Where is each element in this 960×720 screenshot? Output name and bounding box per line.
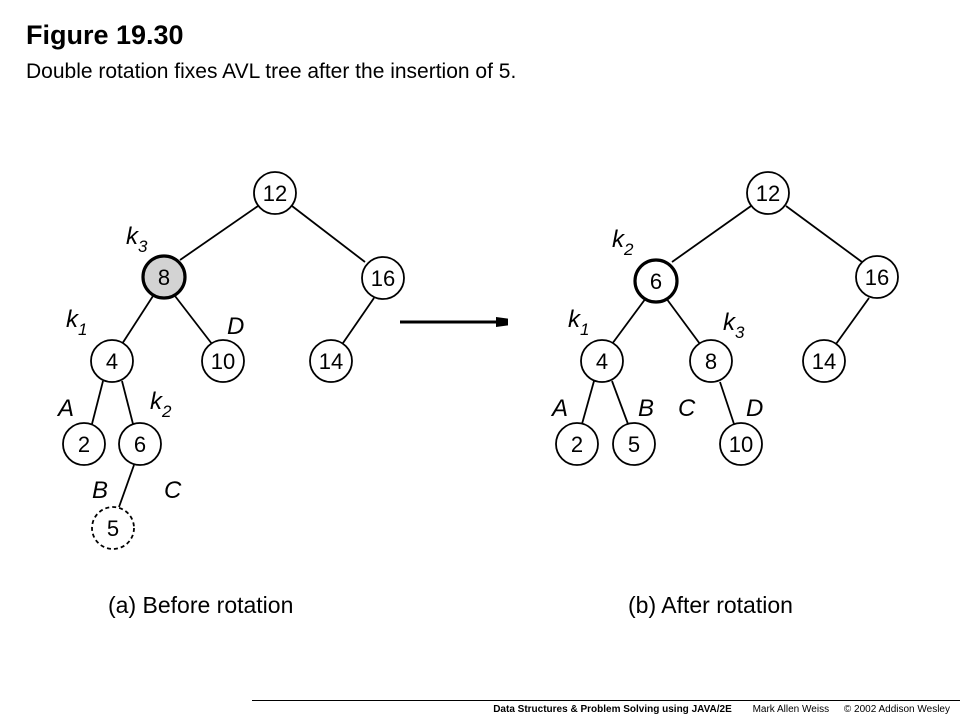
edge bbox=[291, 205, 366, 263]
node-value: 14 bbox=[319, 349, 343, 374]
footer-copyright: © 2002 Addison Wesley bbox=[843, 704, 950, 715]
tree-before bbox=[91, 205, 375, 508]
footer-author: Mark Allen Weiss bbox=[752, 704, 830, 715]
label-c: C bbox=[678, 395, 696, 422]
edge bbox=[835, 297, 870, 345]
node-value: 10 bbox=[211, 349, 235, 374]
node-value: 8 bbox=[158, 265, 170, 290]
label-b: B bbox=[92, 477, 108, 504]
edge bbox=[611, 380, 629, 425]
tree-after bbox=[581, 205, 870, 425]
tree-node-inserted: 5 bbox=[91, 506, 135, 550]
node-value: 16 bbox=[371, 266, 395, 291]
tree-node: 16 bbox=[361, 256, 405, 300]
tree-node: 12 bbox=[746, 171, 790, 215]
label-b: B bbox=[638, 395, 654, 422]
node-value: 14 bbox=[812, 349, 836, 374]
tree-after-labels: k2 k1 k3 A B C D bbox=[550, 226, 763, 422]
label-k2: k2 bbox=[612, 226, 634, 259]
footer-book-title: Data Structures & Problem Solving using … bbox=[493, 704, 732, 715]
edge bbox=[121, 380, 134, 425]
tree-before-nodes: 12 8 16 4 10 14 2 6 bbox=[62, 171, 405, 550]
label-k2: k2 bbox=[150, 388, 172, 421]
edge bbox=[121, 295, 154, 345]
node-value: 5 bbox=[107, 516, 119, 541]
tree-node: 4 bbox=[90, 339, 134, 383]
tree-node: 6 bbox=[118, 422, 162, 466]
edge bbox=[581, 380, 595, 425]
edge bbox=[91, 380, 104, 425]
edge bbox=[785, 205, 863, 263]
after-rotation-label: (b) After rotation bbox=[628, 592, 793, 618]
avl-rotation-diagram: 12 8 16 4 10 14 2 6 bbox=[56, 171, 899, 618]
edge bbox=[719, 381, 735, 425]
label-k1: k1 bbox=[568, 306, 589, 339]
tree-node: 2 bbox=[62, 422, 106, 466]
edge bbox=[665, 297, 701, 345]
figure-caption: Double rotation fixes AVL tree after the… bbox=[26, 60, 517, 83]
tree-node-highlighted: 8 bbox=[141, 254, 187, 300]
node-value: 5 bbox=[628, 432, 640, 457]
footer-divider bbox=[252, 700, 960, 701]
footer: Data Structures & Problem Solving using … bbox=[493, 704, 950, 715]
node-value: 4 bbox=[596, 349, 608, 374]
label-c: C bbox=[164, 477, 182, 504]
tree-node: 14 bbox=[309, 339, 353, 383]
label-k3: k3 bbox=[126, 223, 148, 256]
edge bbox=[118, 464, 135, 508]
node-value: 6 bbox=[134, 432, 146, 457]
tree-node: 5 bbox=[612, 422, 656, 466]
tree-node: 10 bbox=[719, 422, 763, 466]
label-k3: k3 bbox=[723, 309, 745, 342]
node-value: 4 bbox=[106, 349, 118, 374]
label-a: A bbox=[550, 395, 568, 422]
edge bbox=[611, 297, 647, 345]
node-value: 16 bbox=[865, 265, 889, 290]
before-rotation-label: (a) Before rotation bbox=[108, 592, 293, 618]
tree-node-highlighted: 6 bbox=[633, 258, 679, 304]
edge bbox=[174, 295, 213, 345]
label-d: D bbox=[746, 395, 763, 422]
edge bbox=[342, 297, 375, 344]
node-value: 6 bbox=[650, 269, 662, 294]
tree-node: 10 bbox=[201, 339, 245, 383]
label-a: A bbox=[56, 395, 74, 422]
tree-node: 8 bbox=[689, 339, 733, 383]
tree-node: 16 bbox=[855, 255, 899, 299]
edge bbox=[179, 205, 259, 261]
node-value: 2 bbox=[571, 432, 583, 457]
tree-node: 4 bbox=[580, 339, 624, 383]
node-value: 8 bbox=[705, 349, 717, 374]
node-value: 12 bbox=[263, 181, 287, 206]
node-value: 10 bbox=[729, 432, 753, 457]
label-k1: k1 bbox=[66, 306, 87, 339]
node-value: 12 bbox=[756, 181, 780, 206]
tree-before-labels: k3 k1 D A k2 B C bbox=[56, 223, 244, 504]
label-d: D bbox=[227, 313, 244, 340]
tree-after-nodes: 12 6 16 4 8 14 2 5 bbox=[555, 171, 899, 466]
tree-node: 12 bbox=[253, 171, 297, 215]
tree-node: 2 bbox=[555, 422, 599, 466]
tree-node: 14 bbox=[802, 339, 846, 383]
edge bbox=[671, 205, 752, 263]
node-value: 2 bbox=[78, 432, 90, 457]
figure-title: Figure 19.30 bbox=[26, 20, 184, 50]
